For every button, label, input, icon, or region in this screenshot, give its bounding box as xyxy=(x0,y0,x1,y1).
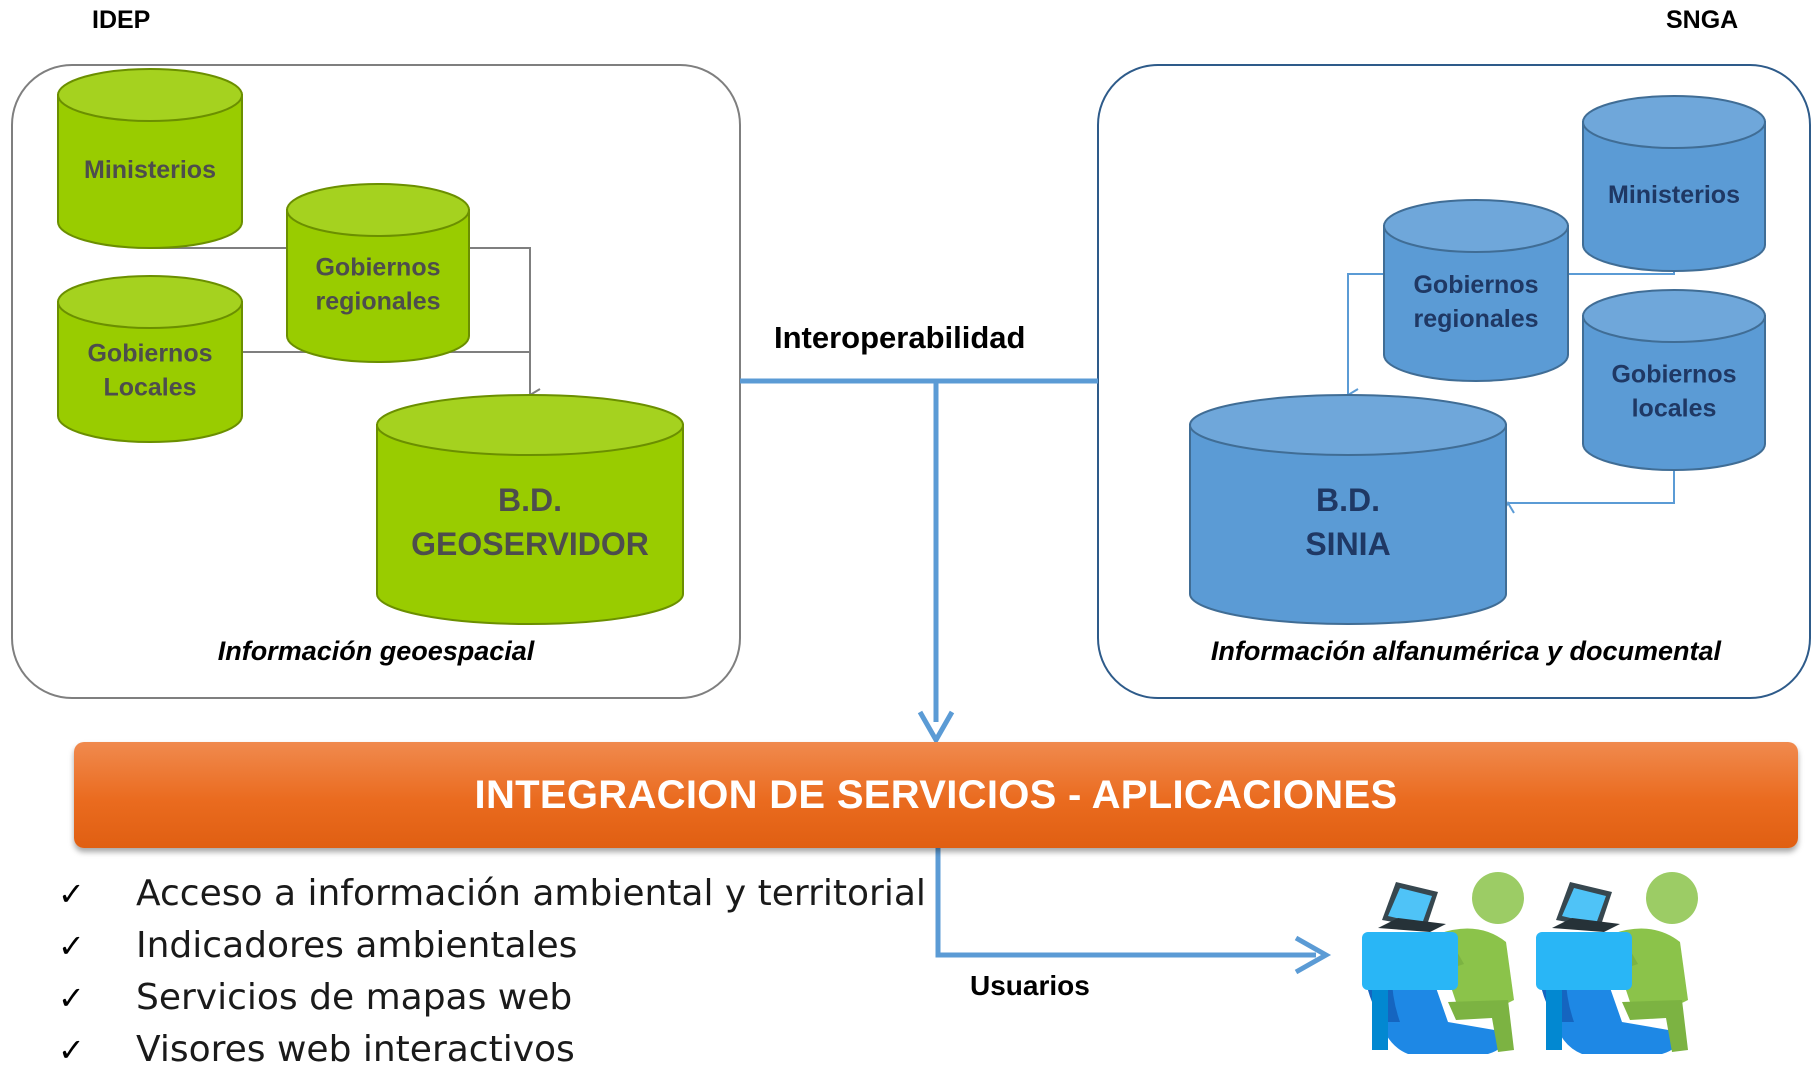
list-item: ✓ Indicadores ambientales xyxy=(58,920,926,972)
gobiernos-regionales-db: Gobiernos regionales xyxy=(286,183,470,363)
interoperability-label: Interoperabilidad xyxy=(774,320,1026,355)
checkmark-icon: ✓ xyxy=(58,979,85,1017)
gobiernos-regionales-db-label: Gobiernos xyxy=(315,254,440,282)
gobiernos-regionales-db-label: regionales xyxy=(315,288,440,316)
ministerios-db-label: Ministerios xyxy=(1608,181,1740,209)
user-at-laptop-icon xyxy=(1536,872,1698,1054)
geoservidor-db: B.D. GEOSERVIDOR xyxy=(376,394,684,625)
gobiernos-locales-db-label: locales xyxy=(1632,395,1717,423)
list-item: ✓ Servicios de mapas web xyxy=(58,972,926,1024)
left-panel-caption: Información geoespacial xyxy=(217,636,535,666)
interoperability-connector xyxy=(740,378,1332,975)
gobiernos-regionales-db: Gobiernos regionales xyxy=(1383,199,1569,382)
checkmark-icon: ✓ xyxy=(58,927,85,965)
gobiernos-locales-db-label: Locales xyxy=(103,374,196,402)
geoservidor-db-label: GEOSERVIDOR xyxy=(411,526,649,562)
checkmark-icon: ✓ xyxy=(58,875,85,913)
ministerios-db: Ministerios xyxy=(57,68,243,249)
sinia-db: B.D. SINIA xyxy=(1189,394,1507,625)
idep-label: IDEP xyxy=(92,6,151,34)
sinia-db-label: B.D. xyxy=(1316,482,1380,518)
geoservidor-db-label: B.D. xyxy=(498,482,562,518)
banner-title: INTEGRACION DE SERVICIOS - APLICACIONES xyxy=(474,772,1398,817)
sinia-db-label: SINIA xyxy=(1305,526,1390,562)
snga-label: SNGA xyxy=(1666,6,1739,34)
feature-list: ✓ Acceso a información ambiental y territ… xyxy=(58,868,926,1076)
users-label: Usuarios xyxy=(970,970,1090,1001)
list-item: ✓ Acceso a información ambiental y territ… xyxy=(58,868,926,920)
gobiernos-locales-db: Gobiernos locales xyxy=(1582,289,1766,471)
user-at-laptop-icon xyxy=(1362,872,1524,1054)
ministerios-db: Ministerios xyxy=(1582,95,1766,272)
right-panel-caption: Información alfanumérica y documental xyxy=(1210,636,1722,666)
ministerios-db-label: Ministerios xyxy=(84,156,216,184)
feature-text: Indicadores ambientales xyxy=(136,925,578,966)
list-item: ✓ Visores web interactivos xyxy=(58,1024,926,1076)
gobiernos-regionales-db-label: Gobiernos xyxy=(1413,271,1538,299)
feature-text: Visores web interactivos xyxy=(136,1029,575,1070)
feature-text: Acceso a información ambiental y territo… xyxy=(136,873,926,914)
users-group xyxy=(1362,872,1698,1054)
feature-text: Servicios de mapas web xyxy=(136,977,573,1018)
integration-banner: INTEGRACION DE SERVICIOS - APLICACIONES xyxy=(74,742,1798,848)
gobiernos-locales-db-label: Gobiernos xyxy=(1611,361,1736,389)
gobiernos-regionales-db-label: regionales xyxy=(1413,305,1538,333)
gobiernos-locales-db-label: Gobiernos xyxy=(87,340,212,368)
checkmark-icon: ✓ xyxy=(58,1031,85,1069)
